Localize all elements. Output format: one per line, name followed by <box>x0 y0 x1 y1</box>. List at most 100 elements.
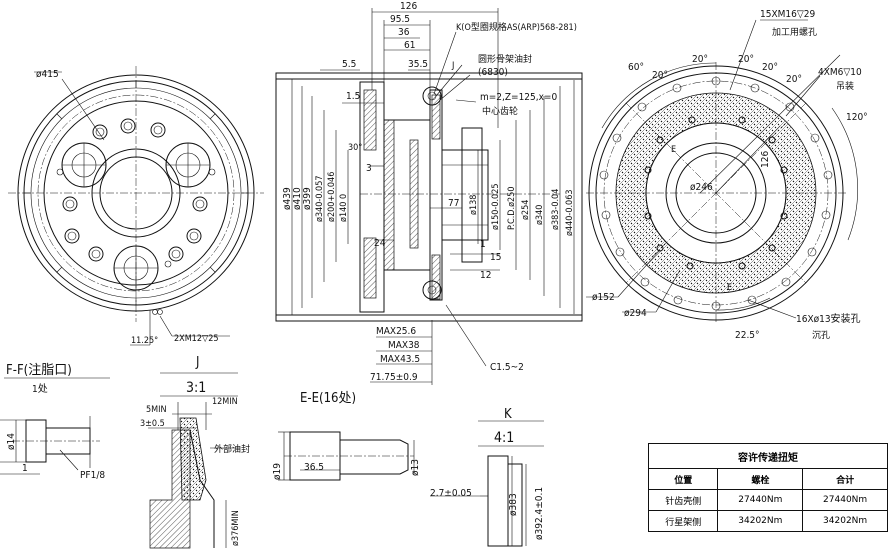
detail-j-5min: 5MIN <box>146 405 167 415</box>
dim-71-75: 71.75±0.9 <box>370 372 418 383</box>
torque-row-bolt: 34202Nm <box>717 510 804 532</box>
dim-max38: MAX38 <box>388 340 420 351</box>
label-e-top: E <box>671 145 676 155</box>
holes-4xm6: 4XM6▽10 <box>818 67 862 78</box>
angle-20-c: 20° <box>738 54 754 65</box>
detail-e-title: E-E(16处) <box>300 391 356 406</box>
angle-20-b: 20° <box>692 54 708 65</box>
detail-k-view <box>430 420 544 547</box>
note-center-gear: 中心齿轮 <box>482 105 518 117</box>
dim-383-04: ø383-0.04 <box>551 189 561 230</box>
dim-439: ø439 <box>282 187 293 210</box>
torque-table-title: 容许传递扭矩 <box>648 443 888 469</box>
detail-k-title: K <box>504 407 512 422</box>
dim-24: 24 <box>374 238 386 249</box>
torque-header-total: 合计 <box>802 468 888 490</box>
angle-22-5: 22.5° <box>735 330 760 341</box>
detail-j-title: J <box>195 355 199 370</box>
table-row: 针齿壳侧 27440Nm 27440Nm <box>647 489 888 511</box>
dim-36: 36 <box>398 27 410 38</box>
dim-1: 1 <box>480 239 486 250</box>
torque-header-bolt: 螺栓 <box>717 468 804 490</box>
dim-410: ø410 <box>292 187 303 210</box>
detail-k-2-7: 2.7±0.05 <box>430 488 472 499</box>
dim-399: ø399 <box>302 187 313 210</box>
angle-20-a: 20° <box>652 70 668 81</box>
note-o-ring: K(O型圈规格AS(ARP)568-281) <box>456 21 577 33</box>
detail-j-12min: 12MIN <box>212 397 238 407</box>
detail-k-392: ø392.4±0.1 <box>534 487 545 540</box>
holes-16x13: 16Xø13安装孔 <box>796 312 861 325</box>
planet-gears <box>61 142 211 291</box>
left-outer-ribs <box>24 81 248 305</box>
detail-e-dia-13: ø13 <box>410 459 421 476</box>
dim-12: 12 <box>480 270 491 281</box>
dia-246: ø246 <box>690 182 713 193</box>
detail-e-len: 36.5 <box>304 462 324 473</box>
detail-k-383: ø383 <box>508 493 519 516</box>
dim-340-057: ø340-0.057 <box>315 176 325 223</box>
angle-120: 120° <box>846 112 868 123</box>
dim-140: ø140 0 <box>339 194 349 222</box>
left-tapped-holes: 2XM12▽25 <box>174 334 219 344</box>
detail-j-note: 外部油封 <box>214 443 250 455</box>
dim-200-046: ø200+0.046 <box>327 172 337 222</box>
detail-j-dia: ø376MIN <box>231 510 241 546</box>
torque-row-position: 行星架侧 <box>647 510 719 532</box>
dia-294: ø294 <box>624 308 647 319</box>
torque-row-total: 27440Nm <box>802 489 888 511</box>
angle-30: 30° <box>348 143 362 153</box>
dim-138: ø138 <box>469 195 479 215</box>
label-j: J <box>451 61 454 71</box>
dim-max25-6: MAX25.6 <box>376 326 416 337</box>
right-front-view <box>586 19 858 324</box>
dim-3: 3 <box>366 163 372 174</box>
torque-header-position: 位置 <box>647 468 719 490</box>
gear-params: m=2,Z=125,x=0 <box>480 92 557 103</box>
dim-max43-5: MAX43.5 <box>380 354 420 365</box>
detail-j-scale: 3:1 <box>186 380 206 396</box>
note-counterbore: 沉孔 <box>812 330 830 341</box>
left-dia-outer: ø415 <box>36 69 59 80</box>
detail-f-title: F-F(注脂口) <box>6 363 72 378</box>
torque-row-bolt: 27440Nm <box>717 489 804 511</box>
label-e-bottom: E <box>727 283 732 293</box>
dim-35-5: 35.5 <box>408 59 428 70</box>
left-front-view <box>8 66 264 346</box>
detail-j-view <box>148 372 240 549</box>
dim-440-063: ø440-0.063 <box>565 190 575 237</box>
detail-f-len: 1 <box>22 463 28 474</box>
dim-126: 126 <box>400 1 417 12</box>
note-bearing: (6830) <box>478 67 508 78</box>
chamfer-c1-5: C1.5~2 <box>490 362 524 373</box>
detail-e-view <box>278 431 415 481</box>
angle-60: 60° <box>628 62 644 73</box>
torque-table: 容许传递扭矩 位置 螺栓 合计 针齿壳侧 27440Nm 27440Nm 行星架… <box>647 443 888 532</box>
dim-150-025: ø150-0.025 <box>491 184 501 231</box>
note-process-hole: 加工用螺孔 <box>772 27 817 38</box>
angle-20-e: 20° <box>786 74 802 85</box>
detail-f-thread: PF1/8 <box>80 470 105 481</box>
note-hoist: 吊装 <box>836 80 854 92</box>
detail-f-dia: ø14 <box>6 433 17 450</box>
dim-5-5: 5.5 <box>342 59 356 70</box>
dim-1-5: 1.5 <box>346 91 360 102</box>
holes-15xm16: 15XM16▽29 <box>760 9 815 20</box>
torque-row-position: 针齿壳侧 <box>647 489 719 511</box>
note-seal: 圆形骨架油封 <box>478 53 532 65</box>
dim-61: 61 <box>404 40 415 51</box>
vertical-dim-labels: ø439 ø410 ø399 ø340-0.057 ø200+0.046 ø14… <box>282 172 575 236</box>
dim-15: 15 <box>490 252 501 263</box>
section-view <box>275 8 583 385</box>
left-angle: 11.25° <box>131 336 158 346</box>
detail-f-count: 1处 <box>32 383 48 395</box>
dim-340: ø340 <box>535 205 545 225</box>
detail-j-3: 3±0.5 <box>140 419 165 429</box>
dim-77: 77 <box>448 198 459 209</box>
dim-95-5: 95.5 <box>390 14 410 25</box>
dim-pcd-250: P.C.D.ø250 <box>507 187 517 231</box>
table-row: 行星架侧 34202Nm 34202Nm <box>647 510 888 532</box>
dim-126-right: 126 <box>760 151 771 168</box>
dim-254: ø254 <box>521 200 531 220</box>
